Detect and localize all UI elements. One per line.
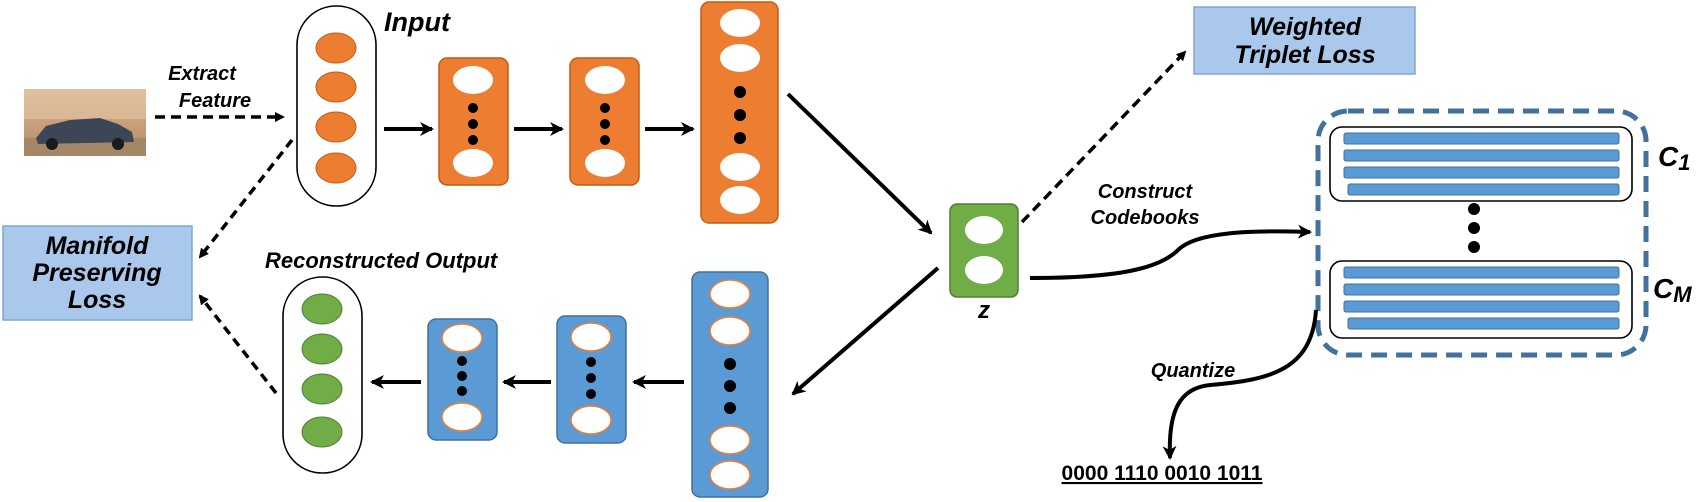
decoder-layer-1 (427, 318, 498, 441)
quantize-label: Quantize (1151, 360, 1235, 382)
arrow-output-to-manifold (198, 294, 278, 395)
extract-label-line1: Extract (168, 63, 237, 85)
manifold-preserving-loss-box: Manifold Preserving Loss (2, 225, 193, 321)
reconstructed-output-layer (282, 276, 363, 474)
construct-label-line1: Construct (1098, 181, 1194, 203)
latent-z (949, 203, 1019, 298)
input-neuron (315, 152, 357, 184)
encoder-layer-1 (438, 57, 509, 186)
arrow-z-to-triplet-loss (1020, 50, 1187, 224)
manifold-label-line3: Loss (68, 286, 126, 314)
weighted-label-line1: Weighted (1249, 13, 1362, 41)
input-title: Input (384, 7, 451, 37)
weighted-label-line2: Triplet Loss (1234, 41, 1375, 69)
encoder-layer-2 (569, 57, 640, 186)
codebooks-container (1315, 108, 1649, 358)
arrow-enc3-to-z (786, 92, 933, 235)
manifold-label-line2: Preserving (32, 259, 161, 287)
input-layer (296, 5, 377, 207)
weighted-triplet-loss-box: Weighted Triplet Loss (1193, 6, 1416, 75)
encoder-layer-3 (700, 1, 779, 224)
codebook-c1-label: C1 (1658, 141, 1690, 175)
decoder-layer-3 (691, 271, 769, 498)
arrow-input-to-manifold (198, 138, 294, 259)
car-photo-icon (24, 89, 146, 156)
reconstructed-output-title: Reconstructed Output (265, 248, 499, 273)
z-label: z (977, 297, 990, 324)
extract-label-line2: Feature (179, 90, 251, 112)
quantize-arrow (1162, 309, 1318, 460)
binary-code: 0000 1110 0010 1011 (1062, 462, 1263, 485)
input-neuron (315, 111, 357, 143)
construct-codebooks-arrow (1029, 224, 1312, 280)
input-neuron (315, 71, 357, 103)
manifold-label-line1: Manifold (46, 232, 149, 260)
arrow-z-to-dec3 (791, 266, 940, 396)
construct-label-line2: Codebooks (1091, 207, 1200, 229)
codebook-c1 (1329, 126, 1633, 202)
codebook-cm-label: CM (1653, 273, 1692, 307)
codebook-cm (1329, 260, 1633, 339)
decoder-layer-2 (556, 315, 627, 444)
input-neuron (315, 32, 357, 64)
